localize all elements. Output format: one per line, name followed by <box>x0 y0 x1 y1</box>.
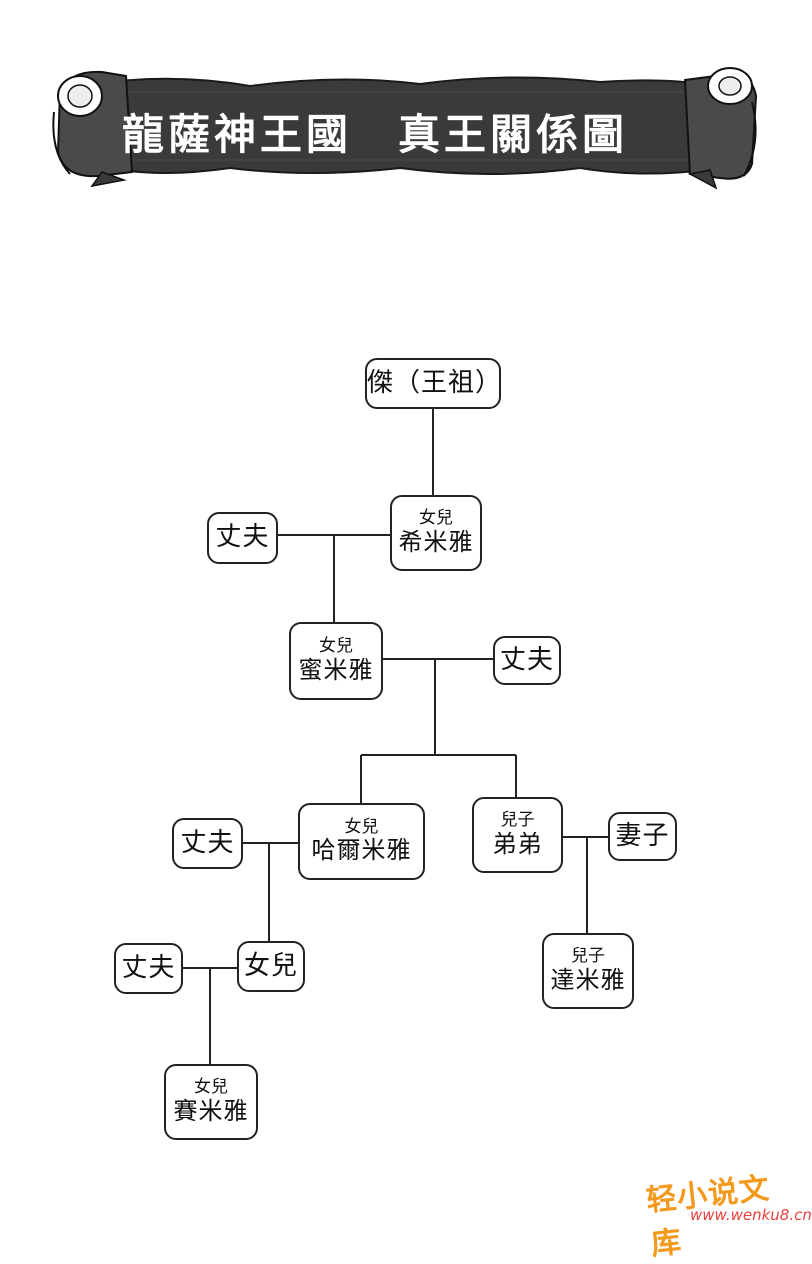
person-name: 希米雅 <box>398 527 474 556</box>
person-box-gen3-daughter-husband: 丈夫 <box>172 818 243 869</box>
watermark-logo: 轻小说文库 www.wenku8.cn <box>645 1168 812 1263</box>
scroll-banner <box>52 67 758 190</box>
person-box-gen4-son: 兒子 達米雅 <box>542 933 634 1009</box>
person-box-root: 傑（王祖） <box>365 358 501 409</box>
chart-title: 龍薩神王國 真王關係圖 <box>122 109 629 159</box>
person-box-gen1-husband: 丈夫 <box>207 512 278 564</box>
person-relation: 女兒 <box>194 1077 228 1098</box>
person-name: 哈爾米雅 <box>311 836 412 865</box>
person-relation: 女兒 <box>419 508 453 529</box>
person-relation: 女兒 <box>319 636 353 657</box>
person-box-gen2-daughter: 女兒 蜜米雅 <box>289 622 383 700</box>
person-name: 賽米雅 <box>173 1096 249 1125</box>
person-name: 丈夫 <box>121 952 176 983</box>
person-relation: 兒子 <box>571 946 605 967</box>
person-box-gen5-daughter: 女兒 賽米雅 <box>164 1064 258 1140</box>
tree-connectors <box>183 409 608 1064</box>
person-name: 傑（王祖） <box>367 367 503 398</box>
person-box-gen4-daughter: 女兒 <box>237 941 305 992</box>
person-name: 蜜米雅 <box>298 655 374 684</box>
person-box-gen2-husband: 丈夫 <box>493 636 561 685</box>
person-box-gen4-daughter-husband: 丈夫 <box>114 943 183 994</box>
person-name: 女兒 <box>243 950 298 981</box>
person-name: 丈夫 <box>499 644 554 675</box>
person-box-gen1-daughter: 女兒 希米雅 <box>390 495 482 571</box>
person-box-gen3-son-wife: 妻子 <box>608 812 677 861</box>
person-relation: 兒子 <box>500 810 535 831</box>
person-name: 丈夫 <box>215 522 270 553</box>
person-name: 達米雅 <box>550 965 626 994</box>
watermark-url: www.wenku8.cn <box>690 1206 812 1224</box>
person-relation: 女兒 <box>344 816 379 837</box>
person-box-gen3-daughter: 女兒 哈爾米雅 <box>298 803 425 880</box>
person-name: 弟弟 <box>492 829 543 858</box>
person-box-gen3-son: 兒子 弟弟 <box>472 797 563 873</box>
person-name: 丈夫 <box>180 827 235 858</box>
person-name: 妻子 <box>615 820 670 851</box>
